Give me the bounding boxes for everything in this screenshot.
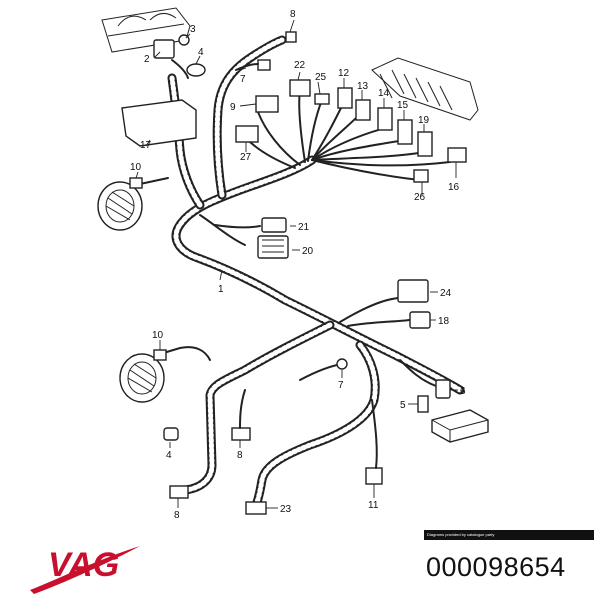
callout-5: 5 <box>400 400 406 411</box>
logo-swoosh <box>30 546 140 594</box>
callout-10-top: 10 <box>130 162 142 173</box>
callout-3: 3 <box>190 24 196 35</box>
callout-9: 9 <box>230 102 236 113</box>
callout-14: 14 <box>378 88 390 99</box>
callout-19: 19 <box>418 115 430 126</box>
callout-11: 11 <box>368 500 379 511</box>
callout-13: 13 <box>357 81 369 92</box>
watermark-label: Diagrams provided by catalogue party <box>424 530 594 540</box>
callouts: 8 2 3 4 7 22 25 9 12 13 14 15 19 16 26 2… <box>130 9 466 521</box>
callout-27: 27 <box>240 152 252 163</box>
instrument-cluster <box>101 7 191 53</box>
callout-7-bottom: 7 <box>338 380 344 391</box>
part-number: 000098654 <box>426 552 566 582</box>
callout-16: 16 <box>448 182 460 193</box>
callout-18: 18 <box>438 316 450 327</box>
callout-25: 25 <box>315 72 327 83</box>
callout-2: 2 <box>144 54 150 65</box>
callout-20: 20 <box>302 246 314 257</box>
callout-8-top: 8 <box>290 9 296 20</box>
callout-10-bottom: 10 <box>152 330 164 341</box>
vag-logo: VAG <box>30 546 140 594</box>
callout-24: 24 <box>440 288 452 299</box>
callout-8-mid: 8 <box>237 450 243 461</box>
callout-23: 23 <box>280 504 292 515</box>
callout-7-top: 7 <box>240 74 246 85</box>
mid-connectors <box>97 34 489 515</box>
callout-22: 22 <box>294 60 306 71</box>
callout-26: 26 <box>414 192 426 203</box>
logo-text: VAG <box>48 546 119 584</box>
callout-21: 21 <box>298 222 310 233</box>
callout-15: 15 <box>397 100 409 111</box>
callout-12: 12 <box>338 68 350 79</box>
callout-6: 6 <box>460 386 466 397</box>
main-harness <box>167 35 465 510</box>
callout-1: 1 <box>218 284 224 295</box>
callout-17: 17 <box>140 140 152 151</box>
relay-blocks <box>235 31 467 183</box>
callout-4-bottom: 4 <box>166 450 172 461</box>
leader-lines <box>135 19 458 509</box>
callout-8-bottom: 8 <box>174 510 180 521</box>
relay-panel <box>371 57 479 121</box>
callout-4-top: 4 <box>198 47 204 58</box>
